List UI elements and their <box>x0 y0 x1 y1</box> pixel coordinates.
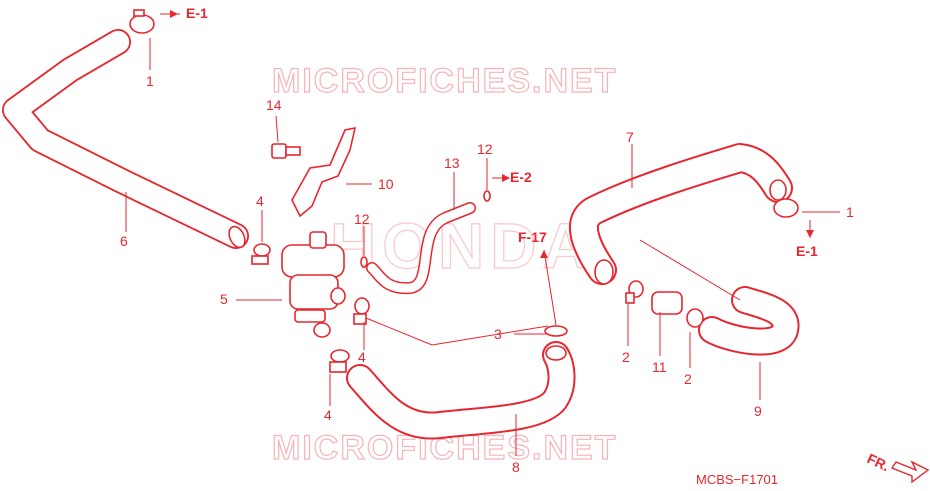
callout-8: 8 <box>512 459 520 475</box>
direction-label: FR. <box>865 450 892 474</box>
callout-11: 11 <box>652 359 667 375</box>
hose-9[interactable] <box>698 286 800 356</box>
ref-e1-right[interactable]: E-1 <box>796 243 818 259</box>
callout-4-low: 4 <box>324 407 332 423</box>
ref-f17[interactable]: F-17 <box>518 229 547 245</box>
callout-9: 9 <box>754 403 762 419</box>
arrow-f17 <box>540 250 548 258</box>
hose-7[interactable] <box>569 143 793 285</box>
bolt-14[interactable] <box>271 143 301 159</box>
hose-8[interactable] <box>346 341 576 440</box>
clamp-3[interactable] <box>544 325 568 337</box>
small-clamp-12-mid[interactable] <box>360 256 368 268</box>
small-clamp-12-top[interactable] <box>483 190 491 202</box>
callout-12-mid: 12 <box>354 211 370 227</box>
clamp-2-right[interactable] <box>686 308 704 328</box>
callout-4-left: 4 <box>256 193 264 209</box>
leader-lines <box>125 13 840 456</box>
arrow-e1-right <box>806 230 814 238</box>
arrow-e2 <box>502 174 510 182</box>
callout-1-top: 1 <box>146 73 154 89</box>
diagram-code: MCBS−F1701 <box>696 472 778 487</box>
clamp-2-left[interactable] <box>625 280 644 304</box>
callout-7: 7 <box>626 129 634 145</box>
callout-4-mid: 4 <box>358 349 366 365</box>
hose-13[interactable] <box>366 202 476 295</box>
ref-e2[interactable]: E-2 <box>510 169 532 185</box>
callout-1-right: 1 <box>846 204 854 220</box>
bracket-10[interactable] <box>291 126 357 218</box>
clamp-1-right[interactable] <box>773 198 799 218</box>
joint-11[interactable] <box>651 291 683 315</box>
callout-14: 14 <box>266 97 282 113</box>
callout-2-left: 2 <box>622 349 630 365</box>
callout-13: 13 <box>444 155 460 171</box>
hose-6[interactable] <box>2 29 249 250</box>
clamp-4-low[interactable] <box>329 349 350 373</box>
callout-3: 3 <box>494 326 502 342</box>
clamp-1-top[interactable] <box>129 9 155 34</box>
clamp-4-left[interactable] <box>251 243 271 265</box>
callout-10: 10 <box>378 176 394 192</box>
clamp-4-mid[interactable] <box>353 297 370 325</box>
callout-12-top: 12 <box>477 141 493 157</box>
callout-5: 5 <box>220 291 228 307</box>
watermark-top: MICROFICHES.NET <box>272 62 617 100</box>
front-arrow-icon <box>890 460 930 484</box>
air-injection-valve-5[interactable] <box>281 231 346 338</box>
callout-6: 6 <box>120 233 128 249</box>
arrow-e1-top <box>170 10 178 18</box>
ref-e1-top[interactable]: E-1 <box>186 5 208 21</box>
callout-2-right: 2 <box>684 371 692 387</box>
